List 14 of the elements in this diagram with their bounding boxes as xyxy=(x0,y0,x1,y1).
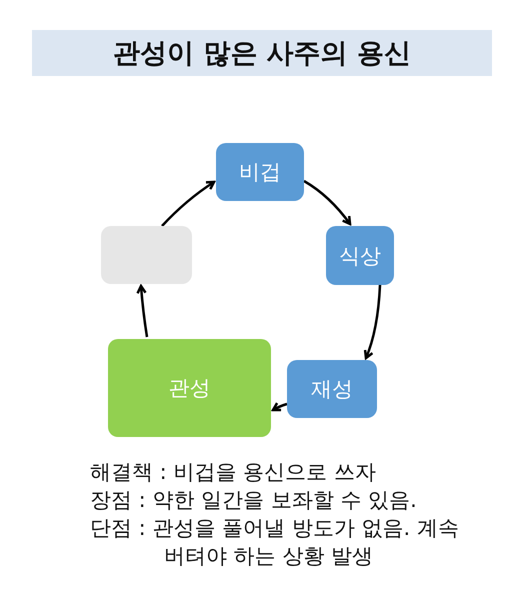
empty-box xyxy=(101,226,192,284)
note-text: 단점 : 관성을 풀어낼 방도가 없음. 계속 버텨야 하는 상황 발생 xyxy=(90,515,460,570)
note-text: 해결책 : 비겁을 용신으로 쓰자 xyxy=(90,459,376,486)
title-banner: 관성이 많은 사주의 용신 xyxy=(32,30,492,76)
arrow xyxy=(161,180,216,227)
arrow xyxy=(303,180,352,226)
arrow xyxy=(272,402,288,412)
process-box: 비겁 xyxy=(216,143,304,201)
arrow xyxy=(364,284,382,360)
arrow xyxy=(136,284,148,338)
process-box: 관성 xyxy=(108,339,271,437)
note-text: 장점 : 약한 일간을 보좌할 수 있음. xyxy=(90,487,417,514)
process-box: 재성 xyxy=(287,360,377,418)
process-box: 식상 xyxy=(326,226,394,285)
